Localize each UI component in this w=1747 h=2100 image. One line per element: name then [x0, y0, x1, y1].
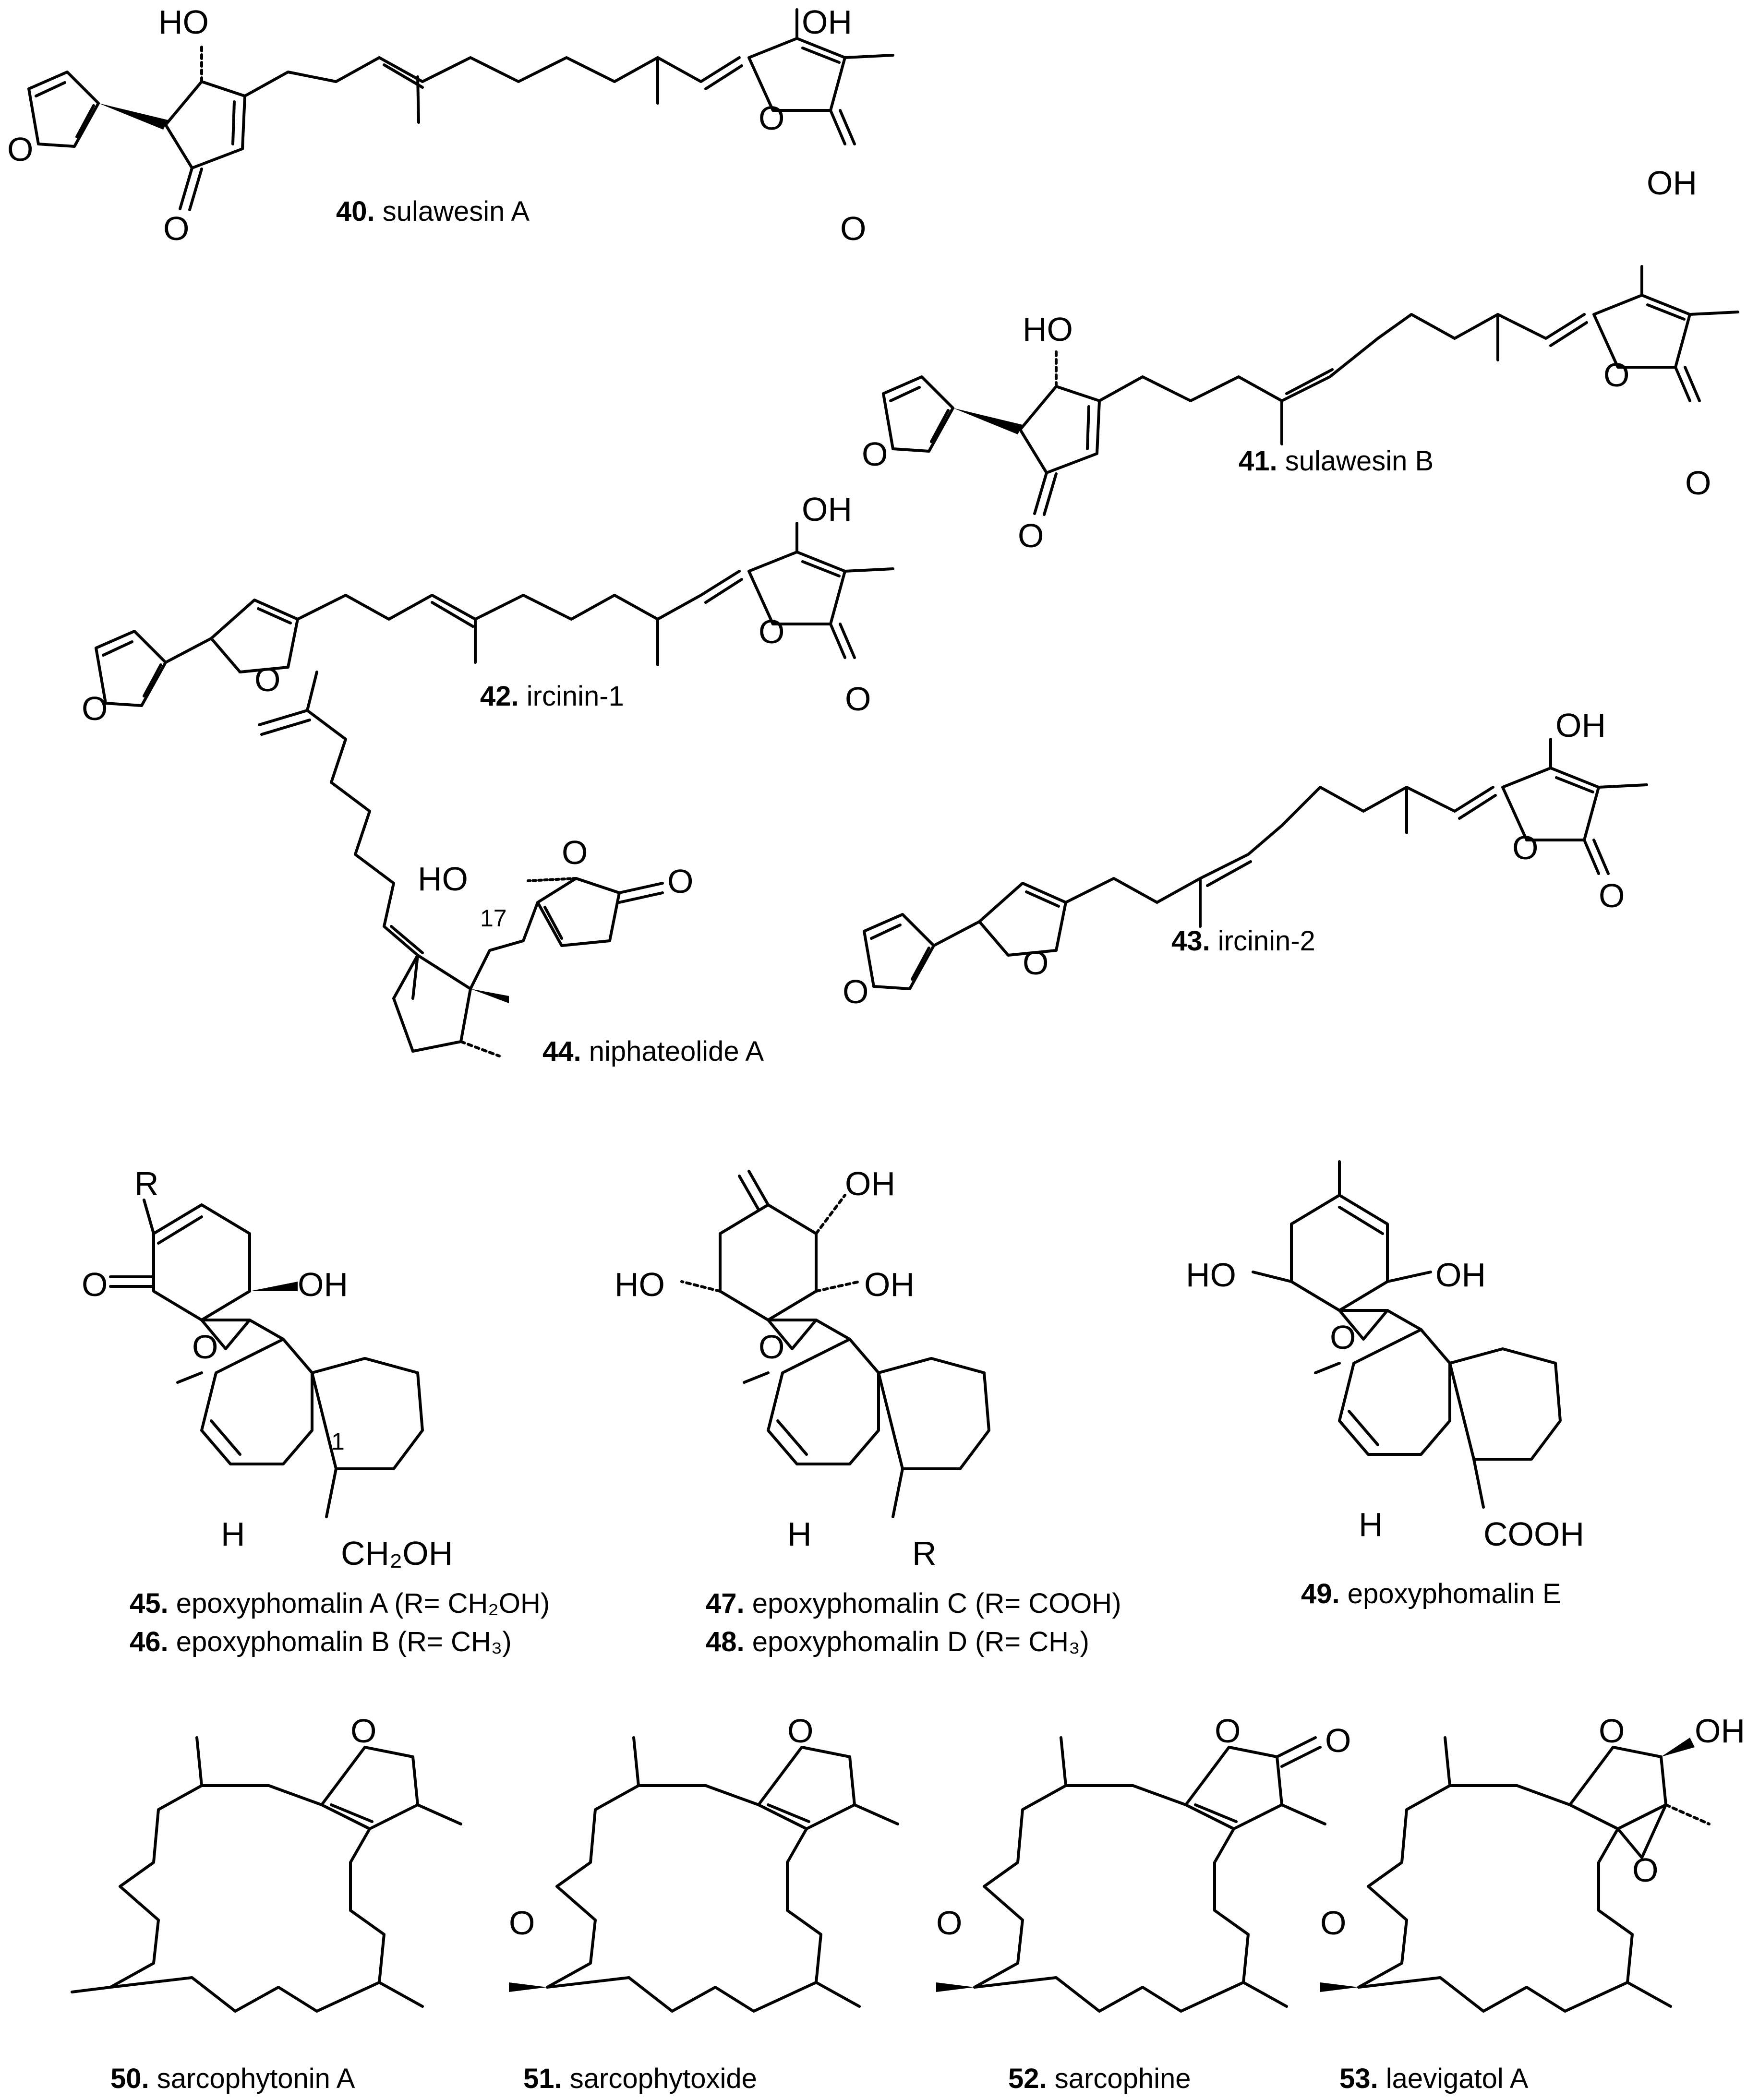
atom-label: O: [787, 1712, 813, 1750]
caption-41: 41. sulawesin B: [1239, 445, 1434, 477]
atom-label: 1: [331, 1428, 345, 1455]
caption-49: 49. epoxyphomalin E: [1301, 1578, 1561, 1609]
atom-label: H: [221, 1515, 245, 1553]
structure-45-46: R O OH O H CH₂OH 1 45. epoxyphomalin A (…: [82, 1165, 550, 1657]
atom-label: O: [1023, 944, 1048, 982]
atom-label: O: [1320, 1904, 1346, 1942]
caption-43: 43. ircinin-2: [1171, 925, 1315, 957]
structure-53: O OH O O 53. laevigatol A: [1320, 1712, 1745, 2094]
atom-label: OH: [1647, 164, 1697, 202]
atom-label: HO: [614, 1266, 665, 1303]
atom-label: O: [1599, 877, 1625, 914]
atom-label: O: [759, 99, 784, 137]
atom-label: OH: [864, 1266, 915, 1303]
atom-label: O: [1603, 356, 1629, 394]
atom-label: O: [350, 1712, 376, 1750]
atom-label: HO: [1023, 311, 1073, 348]
atom-label: H: [1359, 1506, 1383, 1543]
atom-label: O: [1599, 1712, 1625, 1750]
structure-51: O O 51. sarcophytoxide: [509, 1712, 899, 2094]
atom-label: HO: [1186, 1256, 1236, 1294]
structure-52: O O O 52. sarcophine: [936, 1712, 1351, 2094]
atom-label: COOH: [1483, 1515, 1584, 1553]
atom-label: O: [845, 680, 871, 718]
caption-46: 46. epoxyphomalin B (R= CH₃): [130, 1626, 512, 1657]
atom-label: R: [912, 1535, 937, 1572]
caption-40: 40. sulawesin A: [336, 196, 530, 227]
caption-47: 47. epoxyphomalin C (R= COOH): [706, 1588, 1121, 1619]
structure-43: O O O O OH 43. ircinin-2: [843, 707, 1648, 1010]
structure-41: HO O O O O OH 41. sulawesin B: [862, 164, 1739, 554]
atom-label: O: [759, 1328, 784, 1366]
atom-label: O: [192, 1328, 218, 1366]
atom-label: O: [1018, 517, 1044, 554]
structure-44: HO O O 17 44. niphateolide A: [258, 671, 764, 1067]
structure-50: O 50. sarcophytonin A: [71, 1712, 462, 2094]
structure-42: O O O O OH 42. ircinin-1: [82, 491, 894, 727]
atom-label: H: [787, 1515, 812, 1553]
atom-label: OH: [802, 491, 852, 528]
atom-label: OH: [845, 1165, 895, 1202]
structure-49: HO OH O H COOH 49. epoxyphomalin E: [1186, 1160, 1584, 1609]
atom-label: O: [163, 210, 189, 247]
structure-47-48: OH HO OH O H R 47. epoxyphomalin C (R= C…: [614, 1165, 1121, 1657]
atom-label: O: [759, 613, 784, 650]
atom-label: OH: [802, 3, 852, 41]
atom-label: O: [667, 863, 693, 900]
atom-label: O: [82, 690, 108, 727]
atom-label: CH₂OH: [341, 1535, 453, 1572]
caption-51: 51. sarcophytoxide: [523, 2063, 757, 2094]
atom-label: O: [509, 1904, 535, 1942]
atom-label: O: [82, 1266, 108, 1303]
atom-label: O: [1325, 1722, 1351, 1759]
atom-label: OH: [1555, 707, 1606, 744]
caption-50: 50. sarcophytonin A: [110, 2063, 355, 2094]
atom-label: OH: [1695, 1712, 1745, 1750]
caption-48: 48. epoxyphomalin D (R= CH₃): [706, 1626, 1089, 1657]
atom-label: O: [1685, 464, 1711, 502]
atom-label: O: [1215, 1712, 1241, 1750]
atom-label: O: [840, 210, 866, 247]
atom-label: O: [843, 973, 868, 1010]
caption-44: 44. niphateolide A: [542, 1036, 764, 1067]
atom-label: O: [7, 131, 33, 168]
atom-label: 17: [480, 905, 507, 932]
atom-label: O: [562, 834, 588, 871]
atom-label: R: [134, 1165, 159, 1202]
atom-label: O: [1330, 1319, 1356, 1356]
atom-label: O: [936, 1904, 962, 1942]
atom-label: O: [1512, 829, 1538, 866]
atom-label: O: [862, 435, 888, 473]
atom-label: O: [254, 661, 280, 698]
caption-53: 53. laevigatol A: [1339, 2063, 1529, 2094]
caption-42: 42. ircinin-1: [480, 681, 624, 712]
caption-45: 45. epoxyphomalin A (R= CH₂OH): [130, 1588, 550, 1619]
atom-label: OH: [298, 1266, 348, 1303]
atom-label: HO: [418, 860, 468, 898]
atom-label: HO: [158, 3, 209, 41]
atom-label: O: [1632, 1851, 1658, 1889]
structure-40: HO O O O O OH 40. sulawesin A: [7, 3, 894, 247]
caption-52: 52. sarcophine: [1008, 2063, 1191, 2094]
atom-label: OH: [1435, 1256, 1486, 1294]
